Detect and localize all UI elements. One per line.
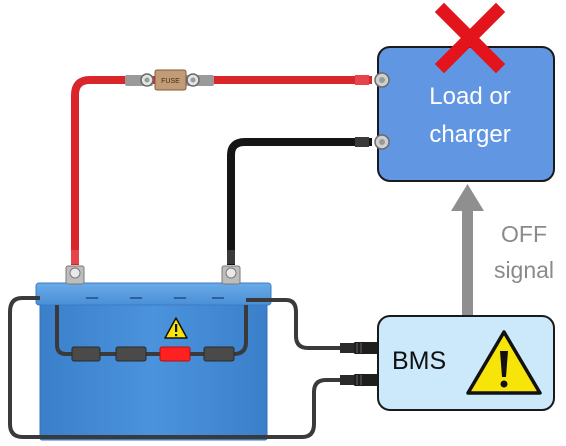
bms-warning-icon [466,330,542,395]
cell-wiring [55,305,248,362]
fuse-label: FUSE [161,78,180,85]
off-signal-line2: signal [493,257,555,283]
battery [35,282,272,441]
off-signal-line1: OFF [501,221,547,247]
cross-icon [434,2,506,74]
negative-cable [227,137,372,265]
load-box [374,46,555,182]
positive-cable [71,75,372,265]
warning-icon [164,317,188,339]
battery-terminal-negative [221,265,241,285]
battery-terminal-positive [65,265,85,285]
arrow-up-icon [451,184,484,316]
connector-top [340,342,378,354]
bms-cables [8,296,378,439]
load-label-line2: charger [429,121,511,148]
load-label: Load or charger [380,78,560,154]
load-label-line1: Load or [429,83,511,110]
bms-label: BMS [392,347,447,375]
connector-bottom [340,374,378,386]
failing-cell-indicator [159,346,191,362]
fuse: FUSE [125,69,214,91]
off-signal-label: OFF signal [482,216,566,288]
